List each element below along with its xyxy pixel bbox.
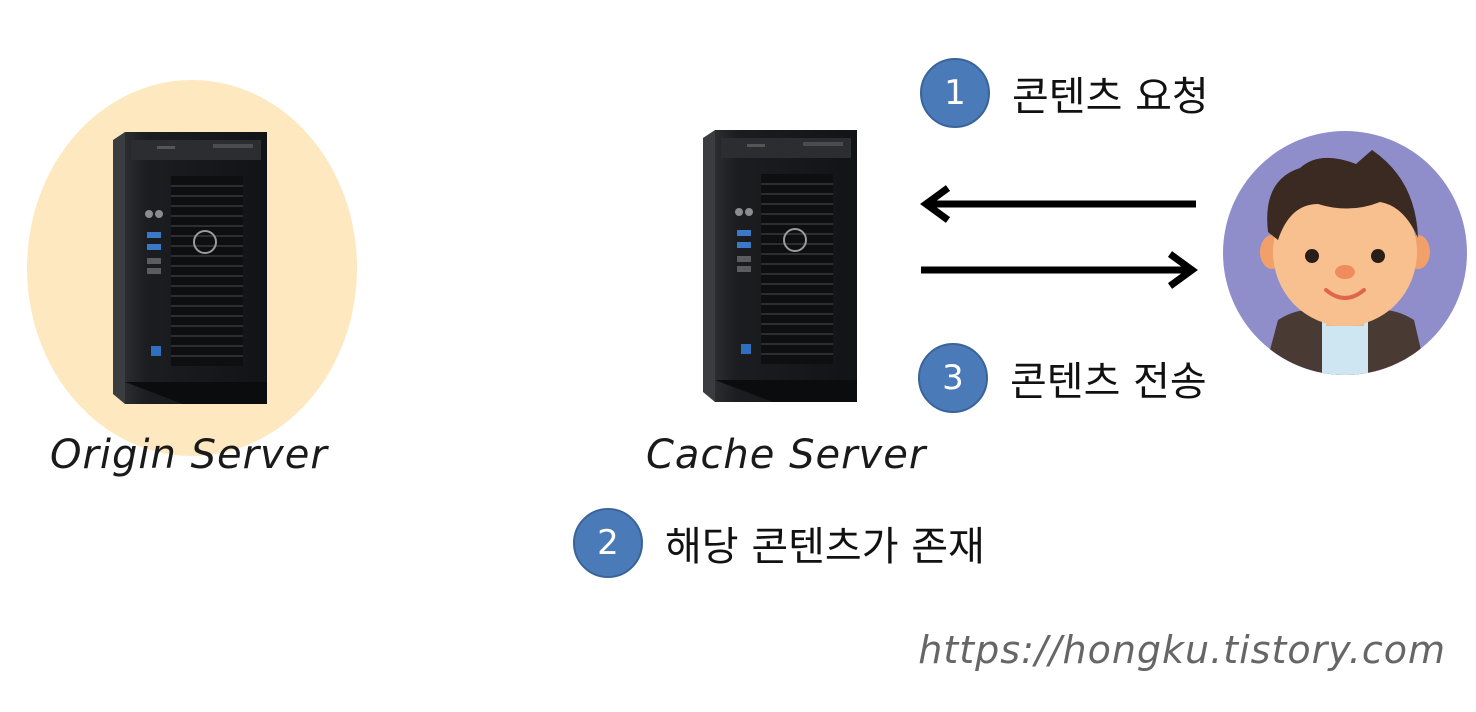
step-3-text: 콘텐츠 전송	[1010, 359, 1207, 405]
cache-server-label: Cache Server	[646, 432, 927, 478]
cache-server-icon	[703, 130, 857, 402]
step-2-text: 해당 콘텐츠가 존재	[665, 524, 985, 570]
step-2-badge: 2	[573, 508, 643, 578]
response-arrow	[921, 251, 1198, 289]
step-3-badge: 3	[918, 343, 988, 413]
step-1: 1 콘텐츠 요청	[920, 58, 1209, 128]
user-avatar-icon	[1223, 131, 1467, 375]
watermark-url: https://hongku.tistory.com	[918, 628, 1446, 672]
step-3: 3 콘텐츠 전송	[918, 343, 1207, 413]
origin-server-icon	[113, 132, 267, 404]
step-1-badge: 1	[920, 58, 990, 128]
origin-server-label: Origin Server	[50, 432, 328, 478]
request-arrow	[920, 185, 1196, 223]
step-2: 2 해당 콘텐츠가 존재	[573, 508, 985, 578]
step-1-text: 콘텐츠 요청	[1012, 74, 1209, 120]
